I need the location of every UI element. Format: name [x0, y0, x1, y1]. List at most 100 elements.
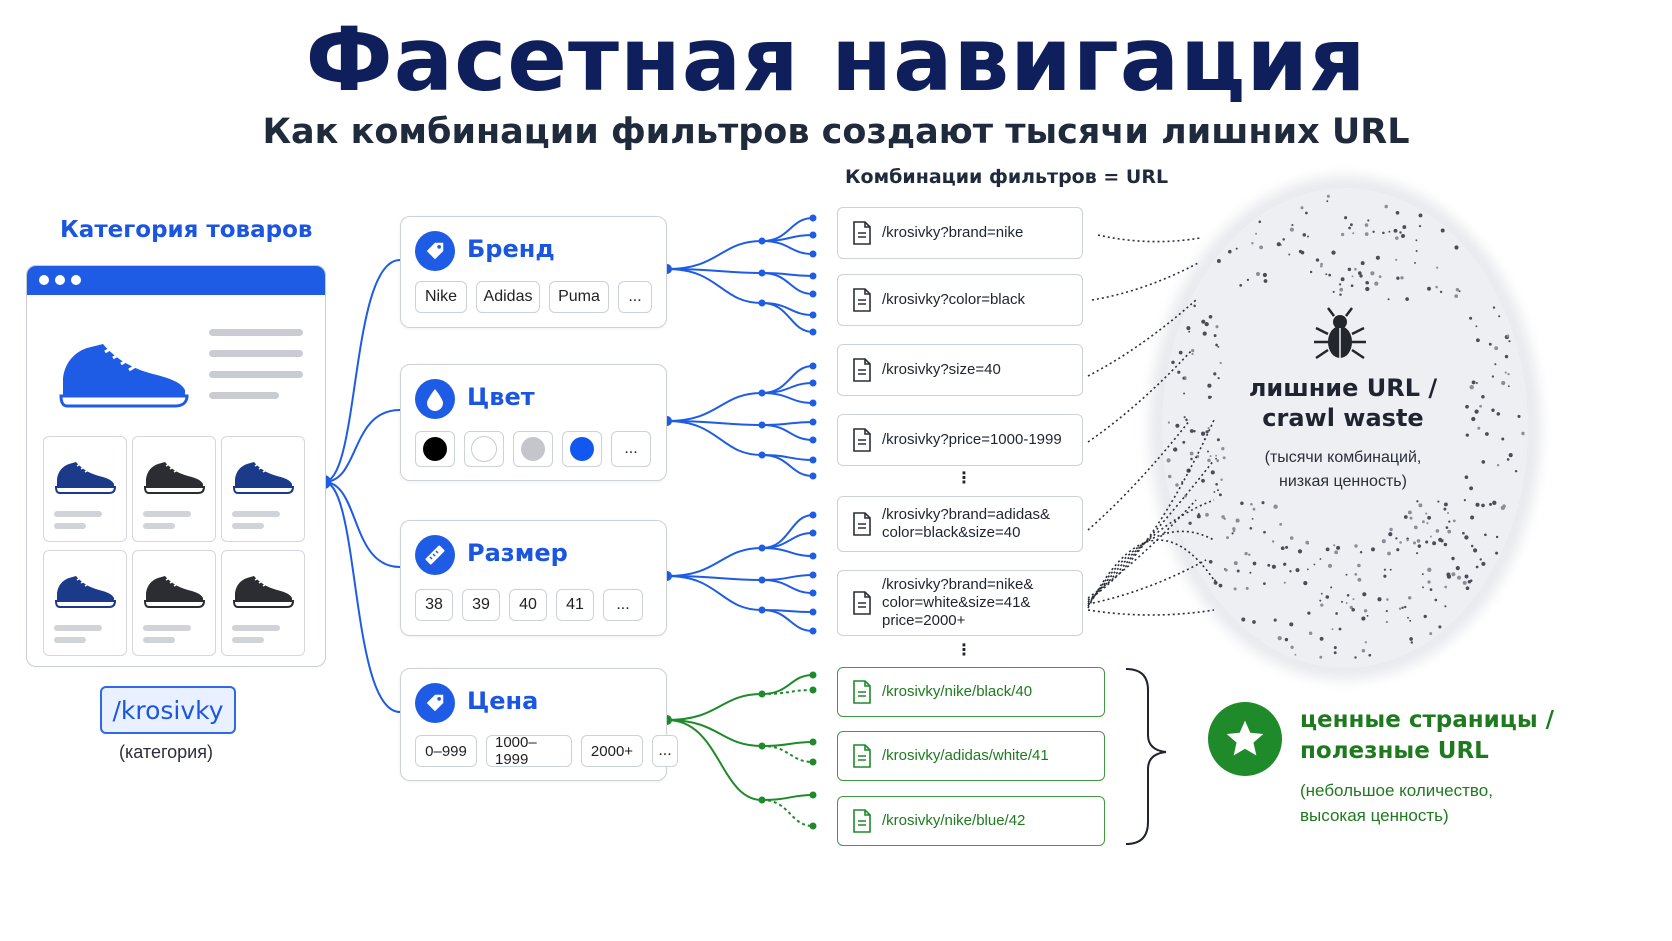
sneaker-icon — [54, 576, 116, 608]
text-placeholder — [209, 371, 303, 378]
leaf-line — [761, 514, 814, 549]
leaf-line — [761, 689, 814, 695]
cloud-dot — [1498, 315, 1501, 318]
cloud-dot — [1465, 433, 1469, 437]
cloud-dot — [1283, 581, 1286, 584]
crawl-line — [1087, 299, 1197, 377]
color-option-white[interactable] — [464, 431, 504, 467]
product-card[interactable] — [43, 436, 127, 542]
cloud-dot — [1418, 225, 1422, 228]
color-option-gray[interactable] — [513, 431, 553, 467]
price-option-more[interactable]: ... — [652, 735, 678, 767]
cloud-dot — [1435, 285, 1438, 289]
cloud-dot — [1326, 194, 1330, 198]
good-url-item[interactable]: /krosivky/nike/blue/42 — [837, 796, 1105, 846]
cloud-dot — [1418, 213, 1423, 218]
cloud-dot — [1305, 540, 1309, 545]
cloud-dot — [1504, 371, 1507, 374]
cloud-dot — [1279, 522, 1283, 526]
url-item[interactable]: /krosivky?brand=adidas& color=black&size… — [837, 496, 1083, 552]
cloud-dot — [1216, 459, 1220, 463]
cloud-dot — [1335, 612, 1338, 615]
brand-option-puma[interactable]: Puma — [549, 281, 609, 313]
color-option-blue[interactable] — [562, 431, 602, 467]
cloud-dot — [1471, 380, 1476, 385]
product-card[interactable] — [221, 550, 305, 656]
cloud-dot — [1354, 267, 1357, 271]
product-card[interactable] — [132, 550, 216, 656]
product-card[interactable] — [43, 550, 127, 656]
cloud-dot — [1213, 579, 1217, 582]
url-item[interactable]: /krosivky?size=40 — [837, 344, 1083, 396]
product-card[interactable] — [221, 436, 305, 542]
cloud-dot — [1267, 563, 1271, 567]
cloud-dot — [1496, 463, 1500, 467]
cloud-dot — [1366, 614, 1369, 617]
cloud-dot — [1209, 455, 1212, 458]
cloud-dot — [1395, 210, 1400, 215]
size-option-41[interactable]: 41 — [556, 589, 594, 621]
cloud-dot — [1360, 261, 1365, 266]
cloud-dot — [1427, 515, 1431, 520]
price-tag-icon — [415, 683, 455, 723]
cloud-dot — [1495, 535, 1499, 539]
price-option-2000-plus[interactable]: 2000+ — [581, 735, 643, 767]
url-text: /krosivky?brand=nike — [882, 224, 1024, 241]
text-placeholder — [54, 523, 86, 529]
url-item[interactable]: /krosivky?brand=nike& color=white&size=4… — [837, 570, 1083, 636]
cloud-dot — [1395, 236, 1399, 240]
url-item[interactable]: /krosivky?price=1000-1999 — [837, 414, 1083, 466]
brand-option-more[interactable]: ... — [618, 281, 652, 313]
cloud-dot — [1407, 510, 1412, 515]
size-option-more[interactable]: ... — [603, 589, 643, 621]
brand-option-nike[interactable]: Nike — [415, 281, 467, 313]
facet-title: Размер — [467, 539, 568, 567]
price-option-1000-1999[interactable]: 1000–1999 — [486, 734, 572, 768]
cloud-dot — [1435, 529, 1440, 533]
cloud-dot — [1418, 503, 1423, 508]
cloud-dot — [1207, 458, 1211, 463]
cloud-dot — [1319, 655, 1323, 659]
page-title: Фасетная навигация — [305, 8, 1367, 111]
cloud-dot — [1387, 551, 1391, 556]
color-option-more[interactable]: ... — [611, 431, 651, 467]
text-placeholder — [232, 523, 264, 529]
window-dot-icon — [55, 275, 65, 285]
leaf-line — [761, 392, 814, 404]
brand-option-adidas[interactable]: Adidas — [476, 281, 540, 313]
product-card[interactable] — [132, 436, 216, 542]
url-item[interactable]: /krosivky?color=black — [837, 274, 1083, 326]
cloud-dot — [1210, 470, 1215, 475]
cloud-dot — [1332, 290, 1335, 293]
cloud-dot — [1263, 530, 1266, 534]
cloud-dot — [1447, 529, 1452, 534]
size-option-39[interactable]: 39 — [462, 589, 500, 621]
cloud-dot — [1508, 453, 1513, 458]
cloud-dot — [1289, 570, 1292, 573]
cloud-dot — [1506, 458, 1510, 461]
cloud-dot — [1476, 338, 1480, 343]
url-item[interactable]: /krosivky?brand=nike — [837, 207, 1083, 259]
cloud-dot — [1331, 628, 1334, 631]
good-url-item[interactable]: /krosivky/nike/black/40 — [837, 667, 1105, 717]
cloud-dot — [1240, 501, 1244, 505]
cloud-dot — [1354, 544, 1358, 548]
size-option-38[interactable]: 38 — [415, 589, 453, 621]
cloud-dot — [1288, 253, 1291, 256]
branch-line — [666, 240, 763, 270]
cloud-dot — [1217, 376, 1220, 380]
cloud-dot — [1213, 580, 1218, 585]
cloud-dot — [1427, 580, 1431, 584]
color-swatch — [471, 436, 497, 462]
color-option-black[interactable] — [415, 431, 455, 467]
cloud-dot — [1277, 635, 1282, 641]
sneaker-icon — [143, 576, 205, 608]
cloud-dot — [1294, 653, 1297, 656]
cloud-dot — [1429, 632, 1433, 636]
size-option-40[interactable]: 40 — [509, 589, 547, 621]
leaf-line — [761, 547, 814, 557]
good-url-item[interactable]: /krosivky/adidas/white/41 — [837, 731, 1105, 781]
cloud-dot — [1371, 547, 1375, 552]
price-option-0-999[interactable]: 0–999 — [415, 735, 477, 767]
cloud-dot — [1462, 580, 1467, 585]
